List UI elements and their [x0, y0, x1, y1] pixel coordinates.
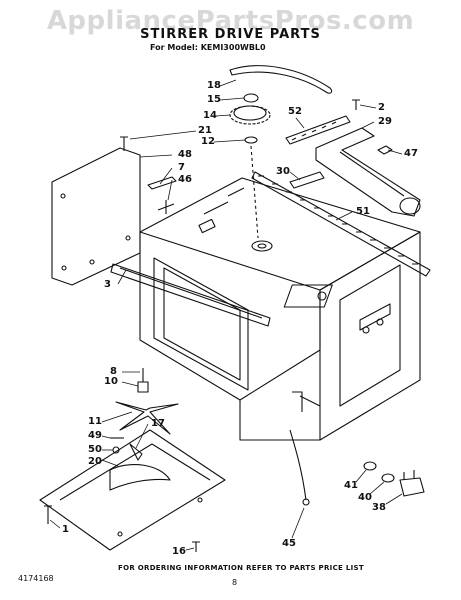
part-16-screw [192, 541, 200, 552]
callout-47: 47 [404, 148, 418, 159]
part-2-screw [352, 99, 360, 110]
callout-40: 40 [358, 492, 372, 503]
part-41-spacer [363, 461, 377, 471]
part-18-curved-rod [229, 65, 333, 94]
part-47-nut [377, 145, 393, 155]
part-20-cover [39, 429, 226, 551]
part-29-duct [315, 127, 421, 217]
watermark: AppliancePartsPros.com [46, 6, 415, 36]
part-12-washer [244, 136, 258, 144]
part-52-bar [285, 115, 351, 145]
callout-16: 16 [172, 546, 186, 557]
callout-14: 14 [203, 110, 217, 121]
part-40-spacer [381, 473, 395, 483]
callout-50: 50 [88, 444, 102, 455]
callout-52: 52 [288, 106, 302, 117]
part-45-wire [289, 429, 307, 501]
callout-7: 7 [178, 162, 185, 173]
callout-48: 48 [178, 149, 192, 160]
model-label: For Model: KEMI300WBL0 [150, 43, 266, 52]
callout-10: 10 [104, 376, 118, 387]
callout-51: 51 [356, 206, 370, 217]
part-51-rail [251, 171, 431, 277]
part-15-nut [243, 93, 259, 103]
callout-3: 3 [104, 279, 111, 290]
callout-30: 30 [276, 166, 290, 177]
part-1-screw [44, 505, 52, 524]
callout-15: 15 [207, 94, 221, 105]
part-30-bar [289, 171, 325, 189]
diagram-title: STIRRER DRIVE PARTS [140, 27, 321, 42]
part-46-bracket [147, 176, 177, 190]
page-number: 8 [232, 578, 238, 587]
callout-17: 17 [151, 418, 165, 429]
callout-11: 11 [88, 416, 102, 427]
callout-8: 8 [110, 366, 117, 377]
part-11-fan [115, 401, 179, 435]
callout-1: 1 [62, 524, 69, 535]
callout-29: 29 [378, 116, 392, 127]
callout-2: 2 [378, 102, 385, 113]
right-frame [319, 231, 421, 441]
part-48-side-panel [51, 147, 141, 286]
part-3-seal [110, 263, 271, 327]
part-38-switch [399, 477, 425, 497]
callout-49: 49 [88, 430, 102, 441]
part-17-blade [129, 443, 143, 461]
callout-12: 12 [201, 136, 215, 147]
callout-46: 46 [178, 174, 192, 185]
callout-38: 38 [372, 502, 386, 513]
callout-41: 41 [344, 480, 358, 491]
callout-18: 18 [207, 80, 221, 91]
part-14-gear [229, 105, 271, 125]
part-21-screw [120, 136, 128, 151]
callout-21: 21 [198, 125, 212, 136]
ordering-note: FOR ORDERING INFORMATION REFER TO PARTS … [118, 564, 364, 572]
callout-20: 20 [88, 456, 102, 467]
document-id: 4174168 [18, 574, 54, 583]
callout-45: 45 [282, 538, 296, 549]
